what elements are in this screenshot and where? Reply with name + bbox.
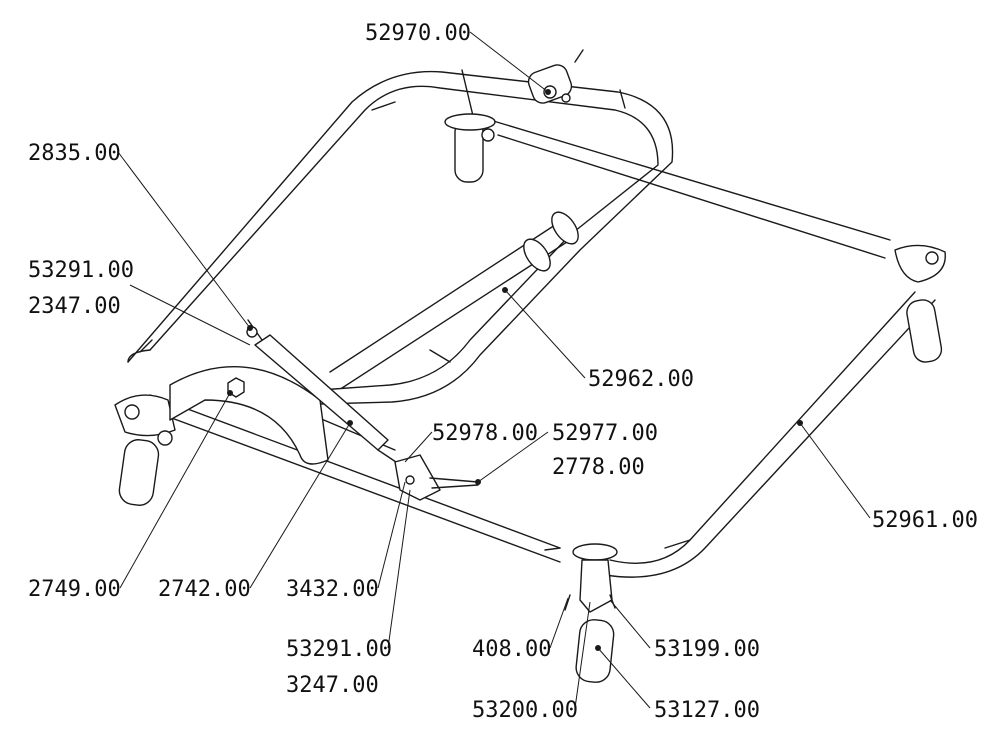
middle-cross-tube: [329, 211, 579, 389]
upper-bracket: [527, 49, 584, 104]
callout-53199: 53199.00: [654, 637, 760, 662]
callout-52970: 52970.00: [365, 21, 471, 46]
callout-2835: 2835.00: [28, 141, 121, 166]
callout-53291-lower: 53291.00: [286, 637, 392, 662]
callout-2749: 2749.00: [28, 577, 121, 602]
callout-53291-upper: 53291.00: [28, 258, 134, 283]
leader-dots: [227, 89, 803, 651]
frame-drawing: [114, 49, 946, 683]
callout-2742: 2742.00: [158, 577, 251, 602]
callout-408: 408.00: [472, 637, 551, 662]
front-post-assembly: [564, 543, 618, 683]
callout-52977: 52977.00: [552, 421, 658, 446]
callout-53127: 53127.00: [654, 698, 760, 723]
callout-labels: 52970.00 2835.00 53291.00 2347.00 52962.…: [28, 21, 978, 723]
callout-52962: 52962.00: [588, 367, 694, 392]
tube-end-caps: [139, 89, 691, 551]
callout-3432: 3432.00: [286, 577, 379, 602]
callout-52961: 52961.00: [872, 508, 978, 533]
callout-52978: 52978.00: [432, 421, 538, 446]
leader-lines: [117, 31, 871, 709]
latch-mechanism: [394, 454, 479, 501]
rear-loop-tube: [127, 70, 674, 405]
callout-2347: 2347.00: [28, 294, 121, 319]
rear-right-bracket: [894, 244, 946, 363]
callout-53200: 53200.00: [472, 698, 578, 723]
callout-3247: 3247.00: [286, 673, 379, 698]
left-front-post: [114, 394, 176, 506]
callout-2778: 2778.00: [552, 455, 645, 480]
rear-left-post: [444, 69, 496, 183]
